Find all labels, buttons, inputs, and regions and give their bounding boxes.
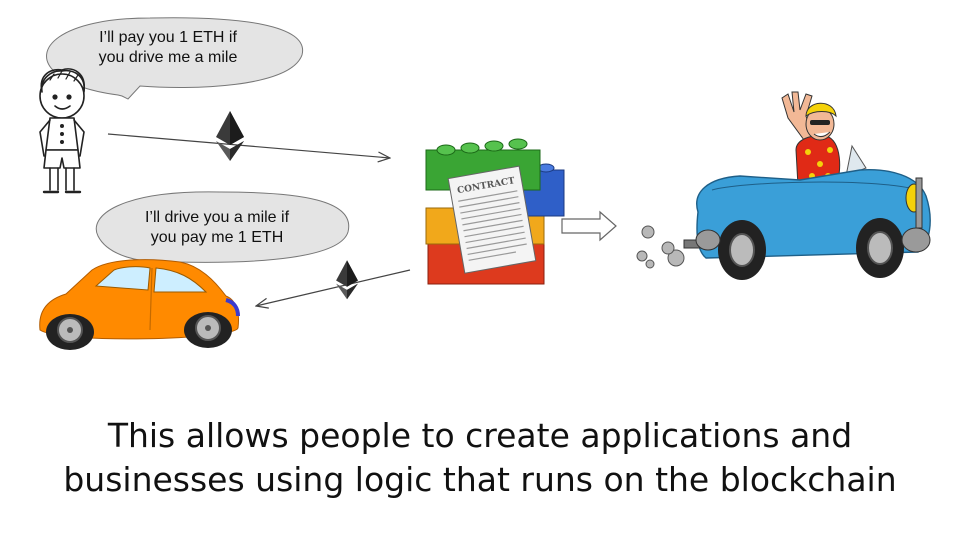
ethereum-icon xyxy=(336,260,358,300)
ethereum-icon xyxy=(216,111,244,161)
speech-bubble-car xyxy=(95,191,350,278)
speech-bubble-person-text: I’ll pay you 1 ETH if you drive me a mil… xyxy=(68,28,268,68)
speech-bubble-person xyxy=(46,17,304,100)
convertible-driver-icon xyxy=(636,91,931,280)
bubble-person-line2: you drive me a mile xyxy=(98,49,238,66)
arrow-right-icon xyxy=(561,210,617,242)
car-icon xyxy=(39,259,240,350)
slide-caption: This allows people to create application… xyxy=(20,414,940,502)
bubble-person-line1: I’ll pay you 1 ETH if xyxy=(99,29,237,46)
arrow-person-to-contract xyxy=(107,133,390,158)
person-icon xyxy=(39,68,85,194)
arrow-contract-to-car xyxy=(256,269,411,306)
bubble-car-line1: I’ll drive you a mile if xyxy=(144,209,290,226)
contract-blocks-icon: CONTRACT xyxy=(425,138,565,285)
caption-line1: This allows people to create application… xyxy=(107,416,853,455)
caption-line2: businesses using logic that runs on the … xyxy=(63,460,897,499)
bubble-car-line2: you pay me 1 ETH xyxy=(150,229,284,246)
speech-bubble-car-text: I’ll drive you a mile if you pay me 1 ET… xyxy=(112,208,322,248)
